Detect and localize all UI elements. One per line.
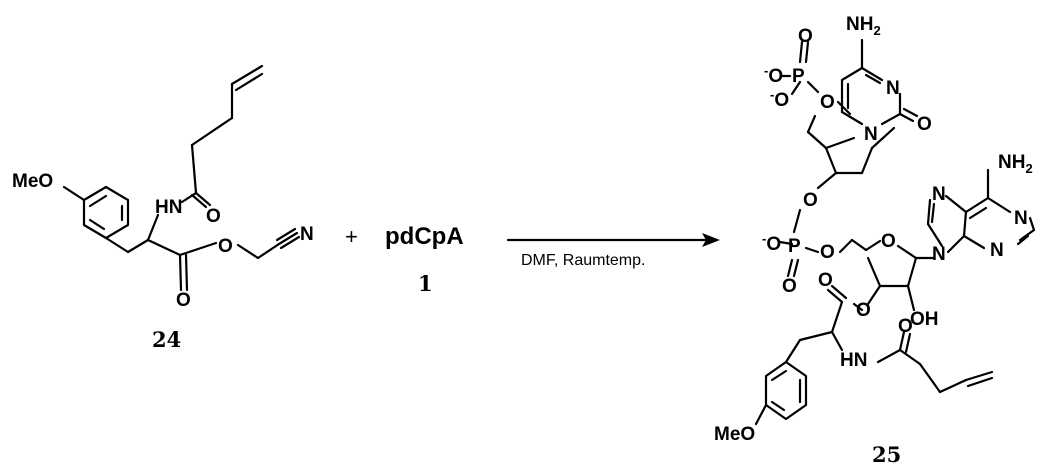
adenine-n3-label: N <box>990 240 1004 261</box>
adenine-n7-label: N <box>932 184 946 205</box>
hydroxyl-label: OH <box>910 309 939 330</box>
phosphate-2-oxygen-label: -O <box>762 231 781 255</box>
adenine-n1-label: N <box>1014 208 1028 229</box>
methoxy-label: MeO <box>12 171 53 192</box>
phosphate-2-phosphorus-label: P <box>788 236 801 257</box>
reactant-24: MeO HN O O O N 24 <box>12 64 314 352</box>
product-amine-label: HN <box>840 350 867 371</box>
phosphate-top-oxygen-1-label: -O <box>764 63 783 87</box>
cytosine-glycosidic-nitrogen-label: N <box>864 124 878 145</box>
phosphate-top-double-oxygen-label: O <box>798 26 813 47</box>
adenine-amine-label: NH2 <box>998 152 1033 176</box>
product-25: NH2 N N O -O P O -O O O O O NH2 N N N N … <box>714 14 1036 467</box>
compound-number-24: 24 <box>152 327 181 352</box>
inter-sugar-oxygen-label: O <box>803 190 818 211</box>
product-methoxy-label: MeO <box>714 424 755 445</box>
phosphate-top-phosphorus-label: P <box>792 66 805 87</box>
phosphate-top-linking-oxygen-label: O <box>820 92 835 113</box>
cytosine-ring-nitrogen-label: N <box>886 78 900 99</box>
sugar-2-ring-oxygen-label: O <box>881 231 896 252</box>
amine-label: HN <box>155 197 182 218</box>
phosphate-2-linking-oxygen-label: O <box>820 242 835 263</box>
phosphate-top-oxygen-2-label: -O <box>770 87 789 111</box>
product-carbonyl-oxygen-label: O <box>818 270 833 291</box>
adenine-n9-label: N <box>932 244 946 265</box>
reaction-conditions: DMF, Raumtemp. <box>521 252 645 269</box>
product-amide-oxygen-label: O <box>898 316 913 337</box>
compound-number-25: 25 <box>872 442 901 467</box>
cytosine-carbonyl-oxygen-label: O <box>917 114 932 135</box>
product-ester-oxygen-label: O <box>856 300 871 321</box>
cytosine-amine-label: NH2 <box>846 14 881 38</box>
phosphate-2-double-oxygen-label: O <box>782 276 797 297</box>
compound-number-1: 1 <box>418 271 433 296</box>
ester-oxygen-label: O <box>218 236 233 257</box>
nitrile-nitrogen-label: N <box>300 224 314 245</box>
reaction-arrow <box>506 233 720 247</box>
amide-oxygen-label: O <box>206 206 221 227</box>
plus-sign: + <box>345 224 358 249</box>
reagent-name: pdCpA <box>385 223 464 250</box>
carbonyl-oxygen-label: O <box>176 290 191 311</box>
